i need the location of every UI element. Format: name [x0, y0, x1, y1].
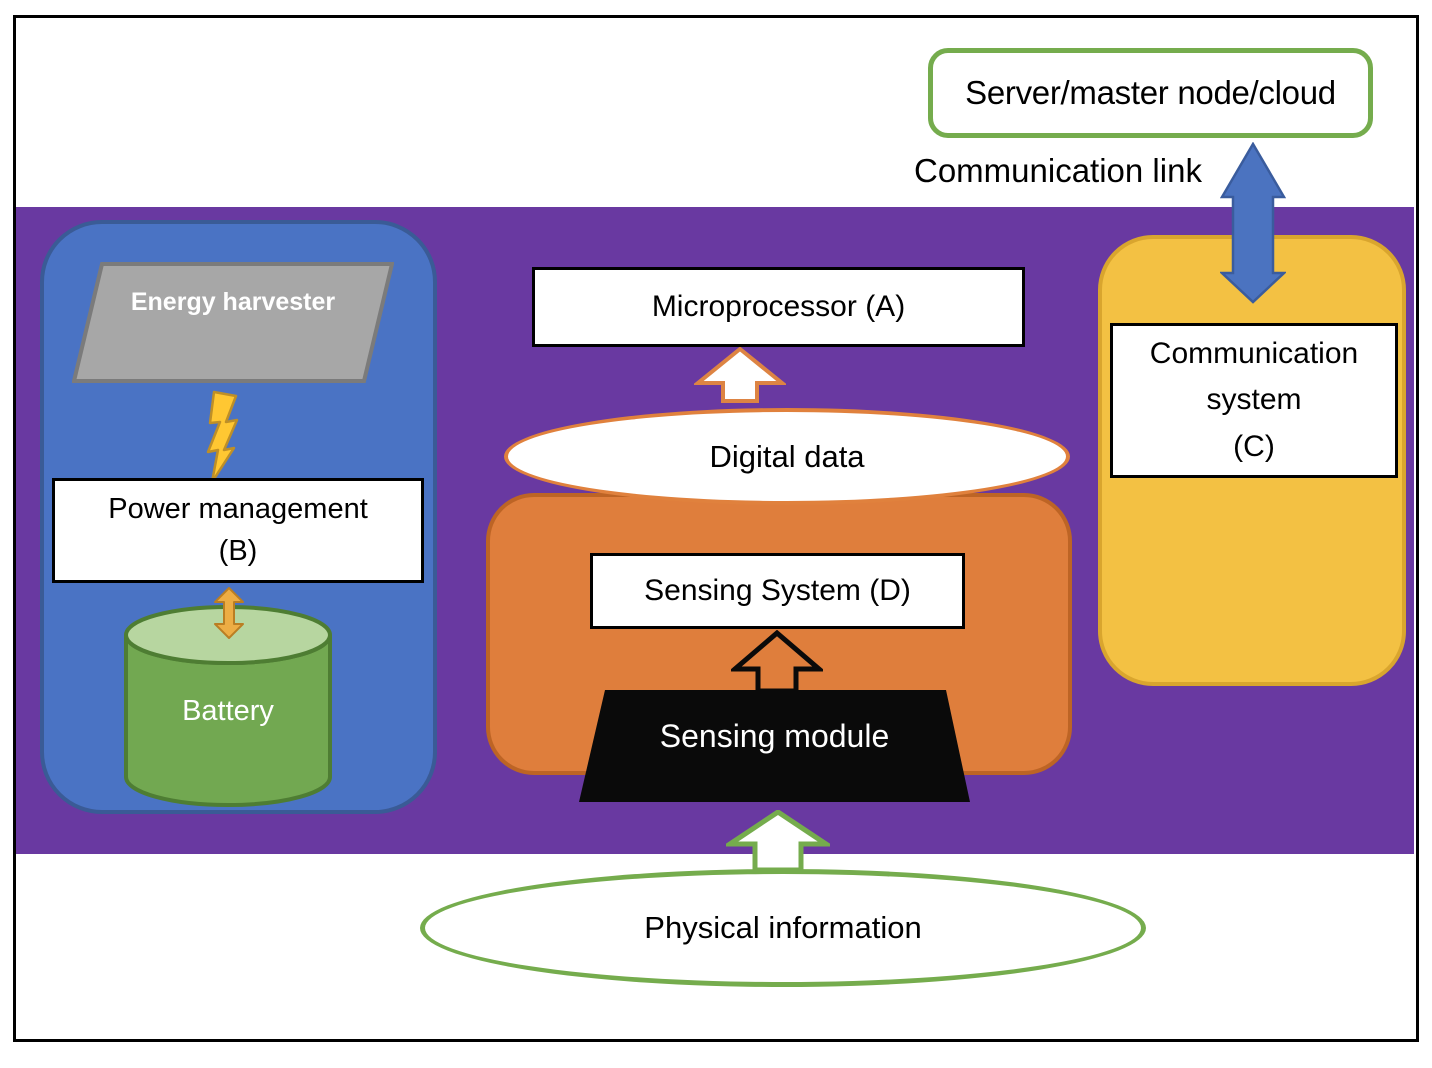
power-management-box: Power management (B) — [52, 478, 424, 583]
sensing-module-to-sensing-system-arrow-icon — [731, 630, 823, 694]
communication-link-double-arrow-icon — [1220, 142, 1286, 304]
sensing-module-shape: Sensing module — [579, 690, 970, 802]
battery-label: Battery — [182, 695, 274, 727]
parallelogram-icon — [71, 262, 395, 383]
digital-data-ellipse: Digital data — [504, 408, 1070, 505]
communication-system-box: Communication system (C) — [1110, 323, 1398, 478]
digital-data-label: Digital data — [709, 438, 865, 474]
microprocessor-box: Microprocessor (A) — [532, 267, 1025, 347]
physical-information-ellipse: Physical information — [420, 869, 1146, 987]
sensing-system-label: Sensing System (D) — [644, 574, 911, 607]
sensing-system-box: Sensing System (D) — [590, 553, 965, 629]
power-battery-double-arrow-icon — [214, 587, 244, 639]
communication-system-label-line1: Communication — [1149, 336, 1359, 370]
physical-information-label: Physical information — [644, 910, 922, 945]
communication-system-label-line3: (C) — [1233, 429, 1275, 463]
power-management-label: Power management — [108, 493, 368, 526]
page-border — [13, 15, 1419, 1042]
server-master-node-label: Server/master node/cloud — [965, 74, 1336, 111]
microprocessor-label: Microprocessor (A) — [651, 290, 906, 323]
server-master-node-box: Server/master node/cloud — [928, 48, 1373, 138]
physical-info-to-sensing-module-arrow-icon — [726, 810, 830, 872]
digital-data-to-microprocessor-arrow-icon — [694, 347, 786, 403]
energy-harvester-label: Energy harvester — [130, 288, 336, 316]
energy-harvester-shape: Energy harvester — [71, 262, 395, 383]
trapezoid-icon — [579, 690, 970, 802]
power-management-id: (B) — [218, 534, 258, 567]
communication-system-label-line2: system — [1206, 383, 1302, 417]
sensing-module-label: Sensing module — [659, 718, 890, 754]
communication-link-label: Communication link — [914, 152, 1202, 189]
lightning-bolt-icon — [206, 390, 239, 484]
